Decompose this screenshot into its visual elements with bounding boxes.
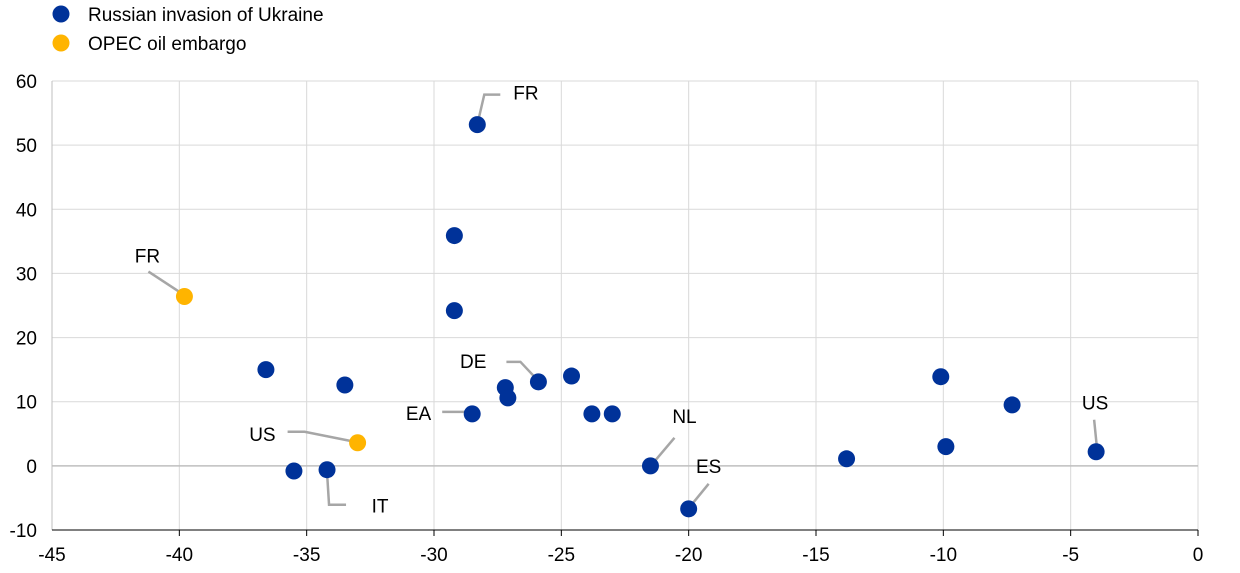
y-tick-label: -10 xyxy=(10,521,37,542)
x-tick-label: -10 xyxy=(930,545,957,566)
data-point xyxy=(463,405,481,423)
gridlines xyxy=(52,80,1199,531)
y-tick-label: 30 xyxy=(16,264,37,285)
legend-item-russian-invasion: Russian invasion of Ukraine xyxy=(52,5,324,26)
leader-line xyxy=(287,430,355,443)
data-point xyxy=(445,302,463,320)
data-point xyxy=(336,376,354,394)
data-point xyxy=(318,461,336,479)
data-point xyxy=(445,227,463,245)
point-labels: FR DE EA NL ES IT US FR US xyxy=(135,84,1109,518)
leader-lines xyxy=(147,93,1099,507)
axes: -45 -40 -35 -30 -25 -20 -15 -10 -5 0 -10 0 10 20 30 40 5… xyxy=(10,72,1204,566)
data-point xyxy=(257,361,275,379)
point-label: EA xyxy=(406,404,432,425)
data-point xyxy=(175,288,193,306)
data-point xyxy=(499,389,517,407)
data-point xyxy=(937,438,955,456)
x-tick-label: -35 xyxy=(293,545,320,566)
legend-label: Russian invasion of Ukraine xyxy=(88,5,324,26)
point-label: US xyxy=(249,425,275,446)
point-label: FR xyxy=(135,247,160,268)
x-tick-label: -25 xyxy=(548,545,575,566)
point-label: IT xyxy=(372,497,389,518)
data-point xyxy=(563,367,581,385)
data-point xyxy=(349,434,367,452)
point-label: ES xyxy=(696,457,721,478)
leader-line xyxy=(147,270,182,294)
leader-line xyxy=(506,360,537,379)
data-point xyxy=(680,500,698,518)
legend: Russian invasion of Ukraine OPEC oil emb… xyxy=(52,5,324,55)
data-point xyxy=(603,405,621,423)
data-point xyxy=(1003,396,1021,414)
point-label: DE xyxy=(460,352,486,373)
y-tick-label: 20 xyxy=(16,329,37,350)
data-point xyxy=(529,373,547,391)
leader-line xyxy=(476,93,501,125)
y-tick-label: 60 xyxy=(16,72,37,93)
y-tick-label: 0 xyxy=(26,457,37,478)
y-tick-label: 50 xyxy=(16,136,37,157)
point-label: FR xyxy=(513,84,538,105)
data-point xyxy=(285,462,303,480)
legend-marker xyxy=(52,34,70,52)
x-tick-label: -15 xyxy=(802,545,829,566)
legend-marker xyxy=(52,5,70,23)
x-tick-label: -45 xyxy=(38,545,65,566)
leader-line xyxy=(325,472,347,506)
x-tick-label: -30 xyxy=(420,545,447,566)
legend-item-opec-embargo: OPEC oil embargo xyxy=(52,34,246,55)
legend-label: OPEC oil embargo xyxy=(88,34,246,55)
data-point xyxy=(1087,443,1105,461)
data-points xyxy=(175,116,1105,518)
data-point xyxy=(641,457,659,475)
x-tick-label: 0 xyxy=(1193,545,1204,566)
x-tick-label: -5 xyxy=(1062,545,1079,566)
data-point xyxy=(932,368,950,386)
data-point xyxy=(468,116,486,134)
point-label: US xyxy=(1082,394,1108,415)
x-tick-label: -20 xyxy=(675,545,702,566)
y-tick-label: 10 xyxy=(16,393,37,414)
point-label: NL xyxy=(672,407,696,428)
data-point xyxy=(838,450,856,468)
data-point xyxy=(583,405,601,423)
x-tick-label: -40 xyxy=(166,545,193,566)
y-tick-label: 40 xyxy=(16,200,37,221)
